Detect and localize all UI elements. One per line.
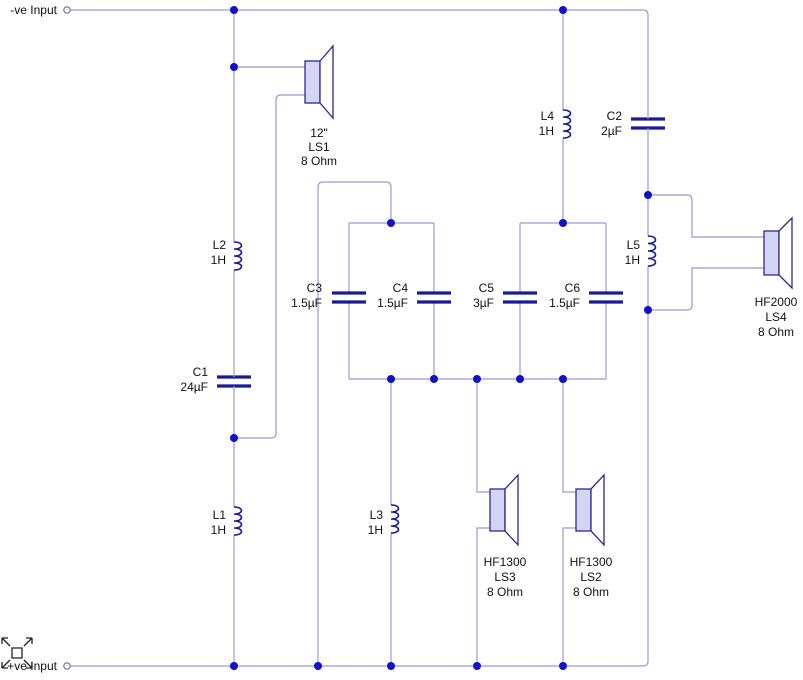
c4-value-label: 1.5µF [377, 296, 408, 310]
ls1-ref-label: LS1 [308, 140, 330, 154]
c3-value-label: 1.5µF [291, 296, 322, 310]
ls4-model-label: HF2000 [755, 295, 798, 309]
ls4-bottom-wire [648, 267, 764, 311]
ls4-ref-label: LS4 [765, 310, 787, 324]
inductor-l1 [233, 506, 243, 536]
ls3-ref-label: LS3 [494, 570, 516, 584]
wires [70, 9, 764, 667]
ls1-size-label: 12" [310, 126, 328, 140]
l5-value-label: 1H [625, 253, 640, 267]
ls3-impedance-label: 8 Ohm [487, 585, 523, 599]
c5-ref-label: C5 [479, 281, 495, 295]
l3-ref-label: L3 [370, 508, 384, 522]
l2-ref-label: L2 [213, 238, 227, 252]
l1-ref-label: L1 [213, 508, 227, 522]
l4-ref-label: L4 [541, 109, 555, 123]
top-input-terminal[interactable] [63, 6, 71, 14]
c1-ref-label: C1 [193, 365, 209, 379]
capacitor-c1 [217, 368, 251, 394]
c2-ref-label: C2 [607, 109, 623, 123]
c4-ref-label: C4 [393, 281, 409, 295]
ls4-top-wire [648, 194, 764, 238]
bottom-rail-wire [70, 310, 649, 667]
speaker-ls2-icon [575, 473, 605, 547]
ls3-branch-wire [476, 379, 490, 666]
capacitor-c2 [631, 95, 665, 131]
c6-value-label: 1.5µF [549, 296, 580, 310]
l2-value-label: 1H [211, 253, 226, 267]
top-input-label: -ve Input [10, 3, 57, 17]
inductor-l5 [647, 235, 657, 267]
l4-value-label: 1H [539, 124, 554, 138]
speaker-ls4-icon [763, 216, 793, 290]
c2-value-label: 2µF [601, 124, 622, 138]
speaker-ls3-icon [489, 473, 519, 547]
ls2-impedance-label: 8 Ohm [573, 585, 609, 599]
l3-value-label: 1H [368, 523, 383, 537]
ls4-impedance-label: 8 Ohm [758, 325, 794, 339]
ls2-ref-label: LS2 [580, 570, 602, 584]
speaker-ls1-icon [304, 44, 334, 120]
capacitor-c5 [503, 291, 537, 304]
l1-value-label: 1H [211, 523, 226, 537]
junction-nodes [230, 6, 652, 670]
inductor-l4 [562, 109, 572, 139]
ls1-return-wire [234, 94, 305, 439]
c3-c4-network-wire [317, 181, 435, 666]
ls2-model-label: HF1300 [570, 555, 613, 569]
c3-ref-label: C3 [307, 281, 323, 295]
capacitor-c4 [417, 291, 451, 304]
c6-ref-label: C6 [565, 281, 581, 295]
l5-ref-label: L5 [627, 238, 641, 252]
inductor-l2 [233, 241, 243, 271]
capacitor-c6 [589, 291, 623, 304]
capacitor-c3 [332, 291, 366, 304]
c5-value-label: 3µF [473, 296, 494, 310]
inductor-l3 [390, 504, 400, 534]
ls1-impedance-label: 8 Ohm [301, 154, 337, 168]
move-cursor-icon [1, 637, 33, 669]
top-rail-wire [70, 9, 649, 95]
ls2-branch-wire [562, 379, 576, 666]
c1-value-label: 24µF [180, 380, 208, 394]
ls3-model-label: HF1300 [484, 555, 527, 569]
bottom-input-terminal[interactable] [63, 662, 71, 670]
